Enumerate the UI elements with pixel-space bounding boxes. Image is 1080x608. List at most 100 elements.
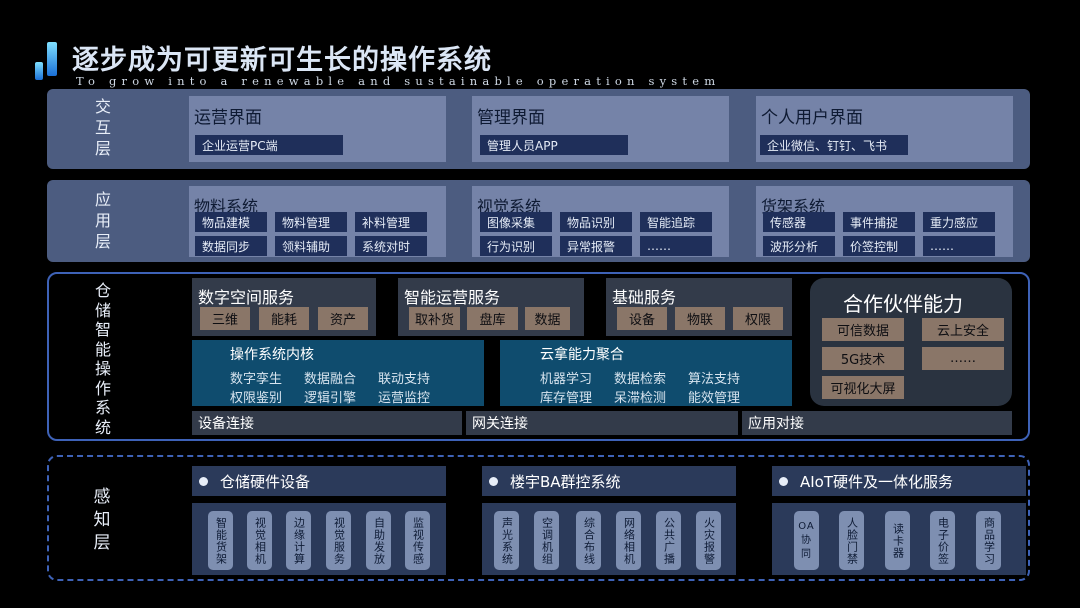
chip-vision-5: 异常报警 bbox=[560, 236, 632, 256]
chip-ops-2: 盘库 bbox=[467, 307, 518, 330]
kernel-item-6: 运营监控 bbox=[378, 391, 431, 406]
chip-mgmt-app: 管理人员APP bbox=[480, 135, 628, 155]
cloud-aggregation bbox=[500, 340, 792, 406]
chip-shelf-6: …… bbox=[923, 236, 995, 256]
vchip-warehouse-2: 视觉相机 bbox=[247, 511, 272, 570]
kernel-item-1: 数字孪生 bbox=[230, 372, 283, 387]
group-ba-body bbox=[482, 503, 736, 575]
group-ba-title: 楼宇BA群控系统 bbox=[510, 472, 621, 491]
partner-chip-3: 5G技术 bbox=[822, 347, 904, 370]
chip-personal-im: 企业微信、钉钉、飞书 bbox=[760, 135, 908, 155]
vchip-ba-1: 声光系统 bbox=[494, 511, 519, 570]
chip-shelf-5: 价签控制 bbox=[843, 236, 915, 256]
vchip-ba-2: 空调机组 bbox=[534, 511, 559, 570]
chip-ops-3: 数据 bbox=[525, 307, 570, 330]
chip-digital-3: 资产 bbox=[318, 307, 368, 330]
conn-app: 应用对接 bbox=[742, 411, 1012, 435]
service-digital-title: 数字空间服务 bbox=[198, 288, 295, 307]
group-warehouse-title: 仓储硬件设备 bbox=[220, 472, 311, 491]
chip-digital-2: 能耗 bbox=[259, 307, 309, 330]
chip-material-2: 物料管理 bbox=[275, 212, 347, 232]
partner-chip-1: 可信数据 bbox=[822, 318, 904, 341]
chip-vision-6: …… bbox=[640, 236, 712, 256]
logo-bar-small bbox=[35, 62, 43, 80]
chip-digital-1: 三维 bbox=[200, 307, 250, 330]
chip-shelf-2: 事件捕捉 bbox=[843, 212, 915, 232]
vchip-ba-3: 综合布线 bbox=[576, 511, 601, 570]
vchip-aiot-5: 商品学习 bbox=[976, 511, 1001, 570]
chip-ops-pc: 企业运营PC端 bbox=[195, 135, 343, 155]
chip-shelf-4: 波形分析 bbox=[763, 236, 835, 256]
cloud-item-3: 算法支持 bbox=[688, 372, 741, 387]
service-smart-ops-title: 智能运营服务 bbox=[404, 288, 501, 307]
kernel-item-5: 逻辑引擎 bbox=[304, 391, 357, 406]
group-warehouse-body bbox=[192, 503, 446, 575]
partner-chip-2: 云上安全 bbox=[922, 318, 1004, 341]
vchip-warehouse-1: 智能货架 bbox=[208, 511, 233, 570]
cloud-item-5: 呆滞检测 bbox=[614, 391, 667, 406]
bullet-dot-icon bbox=[489, 476, 498, 486]
chip-shelf-1: 传感器 bbox=[763, 212, 835, 232]
chip-material-1: 物品建模 bbox=[195, 212, 267, 232]
chip-vision-1: 图像采集 bbox=[480, 212, 552, 232]
chip-material-3: 补料管理 bbox=[355, 212, 427, 232]
cloud-item-6: 能效管理 bbox=[688, 391, 741, 406]
vchip-warehouse-4: 视觉服务 bbox=[326, 511, 351, 570]
chip-basic-2: 物联 bbox=[675, 307, 725, 330]
bullet-dot-icon bbox=[779, 476, 788, 486]
chip-basic-3: 权限 bbox=[733, 307, 783, 330]
partner-chip-4: …… bbox=[922, 347, 1004, 370]
vchip-ba-6: 火灾报警 bbox=[696, 511, 721, 570]
group-aiot-header: AIoT硬件及一体化服务 bbox=[772, 466, 1026, 496]
group-ba-header: 楼宇BA群控系统 bbox=[482, 466, 736, 496]
panel-mgmt-ui-title: 管理界面 bbox=[477, 108, 545, 128]
cloud-aggregation-title: 云拿能力聚合 bbox=[540, 347, 624, 363]
kernel-item-4: 权限鉴别 bbox=[230, 391, 283, 406]
vchip-aiot-4: 电子价签 bbox=[930, 511, 955, 570]
os-layer-label: 仓储智能操作系统 bbox=[94, 281, 111, 437]
group-aiot-title: AIoT硬件及一体化服务 bbox=[800, 472, 954, 491]
conn-device: 设备连接 bbox=[192, 411, 462, 435]
partner-chip-5: 可视化大屏 bbox=[822, 376, 904, 399]
cloud-item-1: 机器学习 bbox=[540, 372, 593, 387]
chip-vision-4: 行为识别 bbox=[480, 236, 552, 256]
bullet-dot-icon bbox=[199, 476, 208, 486]
chip-vision-3: 智能追踪 bbox=[640, 212, 712, 232]
cloud-item-2: 数据检索 bbox=[614, 372, 667, 387]
vchip-warehouse-5: 自助发放 bbox=[366, 511, 391, 570]
chip-material-6: 系统对时 bbox=[355, 236, 427, 256]
vchip-aiot-2: 人脸门禁 bbox=[839, 511, 864, 570]
chip-material-5: 领料辅助 bbox=[275, 236, 347, 256]
panel-shelf-title: 货架系统 bbox=[761, 197, 826, 216]
perception-layer-label: 感知层 bbox=[93, 487, 111, 553]
panel-vision-title: 视觉系统 bbox=[477, 197, 542, 216]
vchip-aiot-3: 读卡器 bbox=[885, 511, 910, 570]
interaction-layer-label: 交互层 bbox=[94, 97, 111, 158]
vchip-aiot-1: OA协同 bbox=[794, 511, 819, 570]
chip-basic-1: 设备 bbox=[617, 307, 667, 330]
os-kernel bbox=[192, 340, 484, 406]
cloud-item-4: 库存管理 bbox=[540, 391, 593, 406]
kernel-item-3: 联动支持 bbox=[378, 372, 431, 387]
chip-vision-2: 物品识别 bbox=[560, 212, 632, 232]
service-basic-title: 基础服务 bbox=[612, 288, 677, 307]
logo-bar-large bbox=[47, 42, 57, 76]
panel-ops-ui-title: 运营界面 bbox=[194, 108, 262, 128]
application-layer-label: 应用层 bbox=[94, 190, 111, 251]
vchip-ba-5: 公共广播 bbox=[656, 511, 681, 570]
vchip-warehouse-3: 边缘计算 bbox=[286, 511, 311, 570]
chip-ops-1: 取补货 bbox=[409, 307, 460, 330]
vchip-warehouse-6: 监视传感 bbox=[405, 511, 430, 570]
chip-material-4: 数据同步 bbox=[195, 236, 267, 256]
page-subtitle: To grow into a renewable and sustainable… bbox=[76, 74, 721, 88]
os-kernel-title: 操作系统内核 bbox=[230, 347, 314, 363]
chip-shelf-3: 重力感应 bbox=[923, 212, 995, 232]
panel-material-title: 物料系统 bbox=[194, 197, 259, 216]
group-warehouse-header: 仓储硬件设备 bbox=[192, 466, 446, 496]
kernel-item-2: 数据融合 bbox=[304, 372, 357, 387]
conn-gateway: 网关连接 bbox=[466, 411, 738, 435]
partner-capability-title: 合作伙伴能力 bbox=[843, 292, 963, 316]
page-title: 逐步成为可更新可生长的操作系统 bbox=[72, 45, 492, 76]
panel-personal-ui-title: 个人用户界面 bbox=[761, 108, 863, 128]
vchip-ba-4: 网络相机 bbox=[616, 511, 641, 570]
